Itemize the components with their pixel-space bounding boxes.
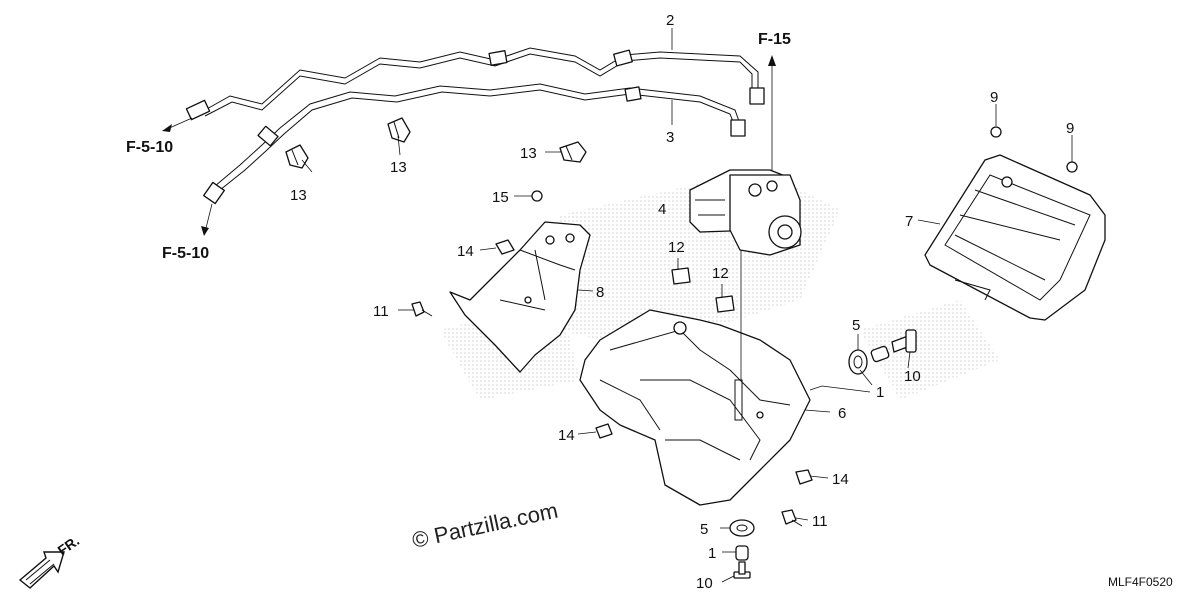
brake-pipe-3 (203, 83, 746, 205)
bracket-8 (449, 221, 591, 373)
grommet-5-upper (848, 349, 868, 375)
nut-9-right (1066, 161, 1078, 173)
grommet-5-lower (729, 519, 755, 537)
callout-13-middle: 13 (390, 159, 407, 176)
nut-15 (531, 190, 543, 202)
clamp-13-middle (387, 117, 411, 143)
ref-f510-upper: F-5-10 (126, 139, 173, 156)
ref-f15: F-15 (758, 31, 791, 48)
clip-14-middle (595, 423, 613, 439)
callout-11-lower: 11 (812, 513, 828, 530)
callout-1-lower: 1 (708, 545, 716, 562)
reference-arrows (162, 55, 776, 236)
abs-modulator-4 (689, 169, 802, 256)
ref-f510-lower: F-5-10 (162, 245, 209, 262)
callout-3: 3 (666, 129, 674, 146)
callout-14-middle: 14 (558, 427, 575, 444)
collar-1-lower (735, 545, 749, 561)
clip-14-right (795, 469, 813, 485)
nut-9-left (990, 126, 1002, 138)
drawing-code: MLF4F0520 (1108, 575, 1173, 589)
callout-10-upper: 10 (904, 368, 921, 385)
collar-1-upper (870, 345, 890, 363)
callout-10-lower: 10 (696, 575, 713, 592)
callout-12-right: 12 (712, 265, 729, 282)
watermark: © Partzilla.com (410, 498, 560, 553)
leader-lines (301, 28, 1073, 583)
screw-11-left (411, 301, 433, 317)
callout-7: 7 (905, 213, 913, 230)
callout-2: 2 (666, 12, 674, 29)
callout-6: 6 (838, 405, 846, 422)
battery-tray-6 (579, 250, 811, 506)
front-direction-arrow: FR. (18, 532, 82, 589)
callout-11-left: 11 (373, 303, 389, 320)
callout-14-upper: 14 (457, 243, 474, 260)
clamp-13-left (285, 144, 309, 169)
bracket-7 (924, 154, 1106, 321)
callout-12-left: 12 (668, 239, 685, 256)
callout-9-right: 9 (1066, 120, 1074, 137)
nut-12-left (671, 267, 691, 285)
screw-11-lower (781, 509, 803, 527)
callout-9-left: 9 (990, 89, 998, 106)
bolt-10-upper (891, 329, 917, 353)
clip-14-upper (495, 239, 515, 255)
brake-pipe-2 (185, 47, 765, 121)
callout-5-lower: 5 (700, 521, 708, 538)
callout-15: 15 (492, 189, 509, 206)
callout-4: 4 (658, 201, 666, 218)
nut-12-right (715, 295, 735, 313)
callout-13-left: 13 (290, 187, 307, 204)
callout-14-right: 14 (832, 471, 849, 488)
callout-8: 8 (596, 284, 604, 301)
clamp-13-right (559, 141, 587, 163)
callout-1-upper: 1 (876, 384, 884, 401)
bolt-10-lower (733, 561, 751, 579)
callout-13-right: 13 (520, 145, 537, 162)
callout-5-upper: 5 (852, 317, 860, 334)
